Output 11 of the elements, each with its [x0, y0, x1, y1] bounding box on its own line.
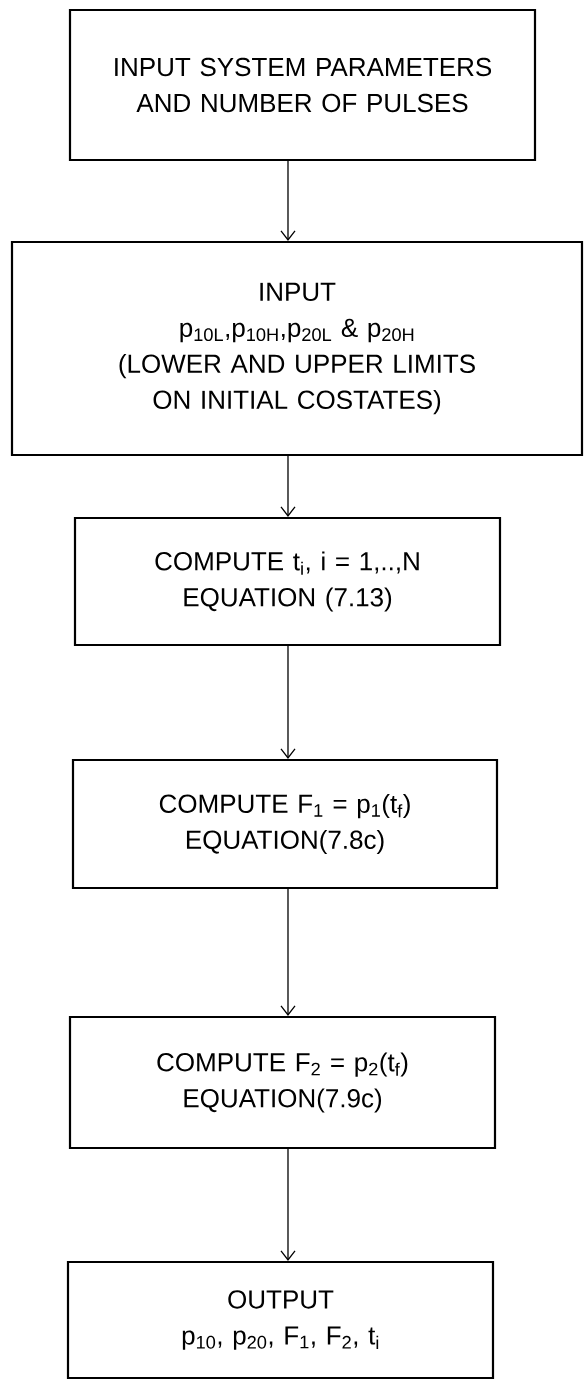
process-box: COMPUTE F$_{1}$ = p$_{1}$(t$_{f}$) EQUATION(7.8c) [71, 758, 499, 890]
process-box: COMPUTE F$_{2}$ = p$_{2}$(t$_{f}$) EQUATION(7.9c) [68, 1015, 497, 1150]
process-box: INPUT p$_{10L}$,p$_{10H}$,p$_{20L}$ & p$_{20H}$ (LOWER AND UPPER LIMITS ON INITIAL COSTATES) [10, 240, 584, 457]
arrow [280, 160, 296, 241]
process-box: INPUT SYSTEM PARAMETERS AND NUMBER OF PULSES [68, 8, 537, 162]
arrow [280, 888, 296, 1016]
process-box: OUTPUT p$_{10}$, p$_{20}$, F$_{1}$, F$_{2}$, t$_{i}$ [66, 1260, 495, 1380]
arrow [280, 645, 296, 759]
process-box: COMPUTE t$_{i}$, i = 1,..,N EQUATION (7.13) [73, 516, 502, 647]
arrow [280, 455, 296, 517]
arrow [280, 1148, 296, 1261]
